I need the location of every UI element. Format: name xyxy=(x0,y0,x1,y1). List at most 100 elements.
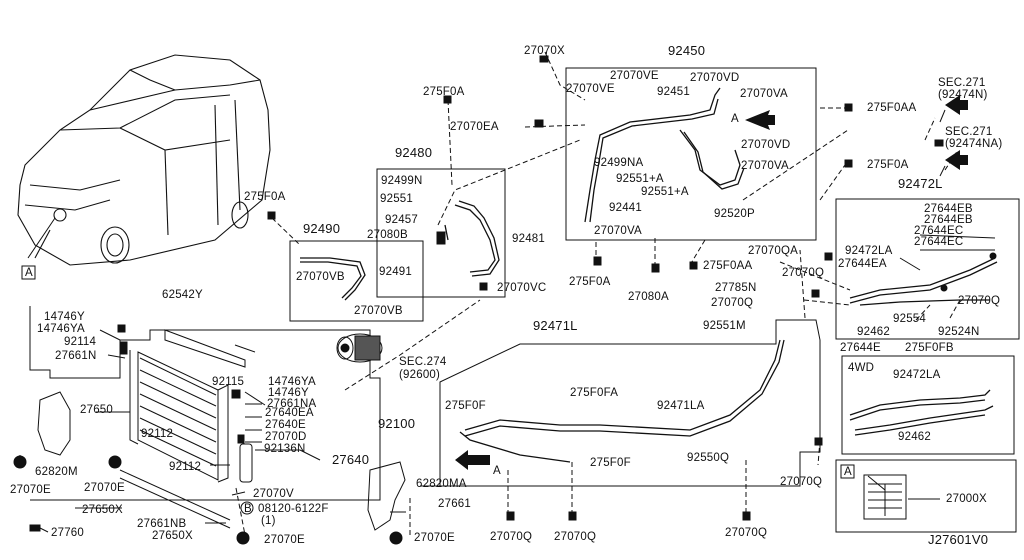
part-27070va-c: 27070VA xyxy=(594,225,642,237)
part-27650: 27650 xyxy=(80,404,113,416)
part-27070vc: 27070VC xyxy=(497,282,547,294)
part-27070ea: 27070EA xyxy=(450,121,499,133)
part-92462-b: 92462 xyxy=(898,431,931,443)
part-27070d: 27070D xyxy=(265,431,307,443)
shroud-62820ma xyxy=(367,461,406,531)
part-27080a: 27080A xyxy=(628,291,669,303)
box-condenser xyxy=(29,306,381,501)
part-275f0fa: 275F0FA xyxy=(570,387,619,399)
sec274: SEC.274 xyxy=(399,356,447,368)
part-275f0a-right: 275F0A xyxy=(867,159,909,171)
part-275f0aa-top: 275F0AA xyxy=(867,102,917,114)
part-27644ea: 27644EA xyxy=(838,258,887,270)
part-92112-b: 92112 xyxy=(169,461,202,473)
box-label-a xyxy=(835,459,1017,533)
part-27070qa: 27070QA xyxy=(748,245,798,257)
part-27070vb-b: 27070VB xyxy=(354,305,403,317)
part-27661: 27661 xyxy=(438,498,471,510)
a-marker-2: A xyxy=(844,466,852,478)
part-27070q-e: 27070Q xyxy=(554,531,597,543)
part-92554: 92554 xyxy=(893,313,926,325)
receiver-drier xyxy=(239,443,253,483)
circled-b-letter: B xyxy=(244,503,252,515)
sec271-a: SEC.271 xyxy=(938,77,986,89)
part-92499n: 92499N xyxy=(381,175,423,187)
part-27070ve-b: 27070VE xyxy=(566,83,615,95)
part-275f0a-left: 275F0A xyxy=(244,191,286,203)
part-92457: 92457 xyxy=(385,214,418,226)
part-92472la: 92472LA xyxy=(845,245,893,257)
part-92115: 92115 xyxy=(212,376,245,388)
box-92450 xyxy=(565,67,817,241)
part-27080b: 27080B xyxy=(367,229,408,241)
part-27070e-d: 27070E xyxy=(414,532,455,544)
part-92451: 92451 xyxy=(657,86,690,98)
part-08120-6122f: 08120-6122F xyxy=(258,503,329,515)
a-arrow-label-2: A xyxy=(493,465,501,477)
part-27640: 27640 xyxy=(332,452,370,467)
part-08120-qty: (1) xyxy=(261,515,276,527)
part-27070e-b: 27070E xyxy=(84,482,125,494)
label-4wd: 4WD xyxy=(848,362,875,374)
part-27070q-b: 27070Q xyxy=(711,297,754,309)
part-27644ec-a: 27644EC xyxy=(914,225,964,237)
part-92441: 92441 xyxy=(609,202,642,214)
part-92100: 92100 xyxy=(378,416,416,431)
part-27070ve: 27070VE xyxy=(610,70,659,82)
part-27000x: 27000X xyxy=(946,493,987,505)
part-275f0fb: 275F0FB xyxy=(905,342,954,354)
pipes-92472l xyxy=(849,257,998,306)
part-92136n: 92136N xyxy=(264,443,306,455)
part-27644eb-b: 27644EB xyxy=(924,214,973,226)
part-27650x-b: 27650X xyxy=(152,530,193,542)
box-92471l xyxy=(439,319,821,487)
part-92490: 92490 xyxy=(303,221,341,236)
part-275f0f-a: 275F0F xyxy=(445,400,486,412)
part-27070x: 27070X xyxy=(524,45,565,57)
part-27070q-f: 27070Q xyxy=(725,527,768,539)
part-27070va-a: 27070VA xyxy=(740,88,788,100)
part-27785n: 27785N xyxy=(715,282,757,294)
part-27661na: 27661NA xyxy=(267,398,317,410)
sec271-a-ref: (92474N) xyxy=(938,89,988,101)
part-92472la-b: 92472LA xyxy=(893,369,941,381)
part-92471la: 92471LA xyxy=(657,400,705,412)
sec274-ref: (92600) xyxy=(399,369,441,381)
vehicle-illustration xyxy=(17,54,271,266)
solid-leaders xyxy=(27,217,996,533)
a-marker-1: A xyxy=(25,267,33,279)
part-92524n: 92524N xyxy=(938,326,980,338)
part-14746ya-b: 14746YA xyxy=(268,376,316,388)
part-92551a-1: 92551+A xyxy=(616,173,664,185)
pipe-92481 xyxy=(444,200,500,277)
shroud-62820m xyxy=(37,391,71,456)
part-27070q-a: 27070Q xyxy=(782,267,825,279)
part-27661n: 27661N xyxy=(55,350,97,362)
part-27070q-c: 27070Q xyxy=(780,476,823,488)
part-27644e: 27644E xyxy=(840,342,881,354)
part-27650x-a: 27650X xyxy=(82,504,123,516)
part-27640ea: 27640EA xyxy=(265,407,314,419)
part-62820ma: 62820MA xyxy=(416,478,467,490)
part-27070vb-a: 27070VB xyxy=(296,271,345,283)
part-27644ec-b: 27644EC xyxy=(914,236,964,248)
part-27070va-b: 27070VA xyxy=(741,160,789,172)
direction-arrows xyxy=(455,95,968,470)
part-27070vd-b: 27070VD xyxy=(741,139,791,151)
part-92480: 92480 xyxy=(395,145,433,160)
part-92551m: 92551M xyxy=(703,320,746,332)
pipes-92450 xyxy=(584,87,745,223)
part-92471l: 92471L xyxy=(533,318,578,333)
a-marker-box-1 xyxy=(21,265,36,280)
part-27070vd-a: 27070VD xyxy=(690,72,740,84)
a-marker-box-2 xyxy=(840,464,855,479)
box-4wd xyxy=(841,355,1015,455)
compressor xyxy=(336,333,383,363)
part-275f0f-b: 275F0F xyxy=(590,457,631,469)
part-27661nb: 27661NB xyxy=(137,518,187,530)
part-27760: 27760 xyxy=(51,527,84,539)
part-27070v: 27070V xyxy=(253,488,294,500)
part-92112-a: 92112 xyxy=(141,428,174,440)
